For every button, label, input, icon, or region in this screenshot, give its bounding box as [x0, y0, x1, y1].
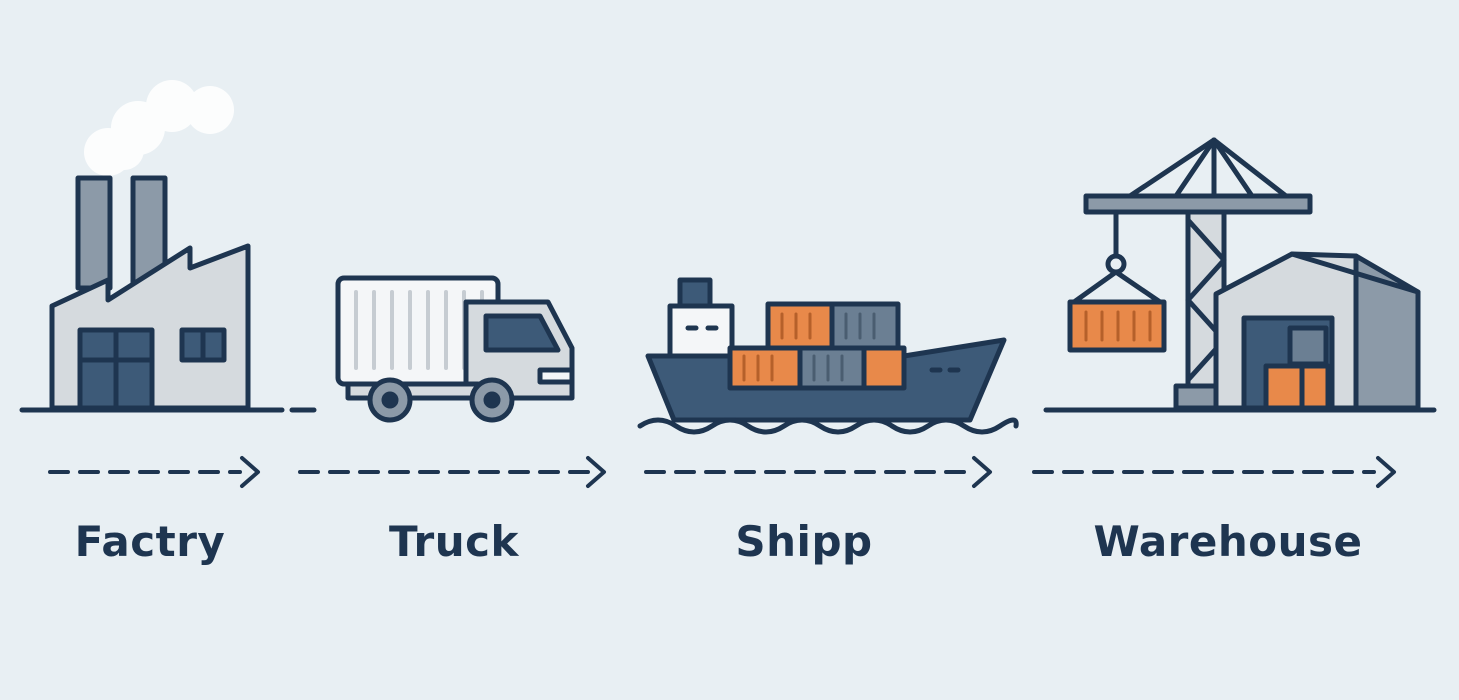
arrow-warehouse-out [1032, 456, 1396, 488]
truck-icon [335, 275, 575, 423]
warehouse-crane-icon [1067, 137, 1421, 411]
stage-label-factory: Factry [74, 517, 226, 566]
stage-label-truck: Truck [389, 517, 519, 566]
flow-arrows [48, 456, 1396, 488]
stage-label-ship: Shipp [735, 517, 873, 566]
water-waves [637, 417, 1019, 435]
arrow-truck-to-ship [298, 456, 606, 488]
factory-icon [49, 80, 251, 411]
cargo-ship-icon [637, 277, 1019, 435]
stage-label-warehouse: Warehouse [1093, 517, 1363, 566]
arrow-ship-to-warehouse [644, 456, 992, 488]
arrow-factory-to-truck [48, 456, 260, 488]
smoke-cloud [84, 80, 234, 176]
